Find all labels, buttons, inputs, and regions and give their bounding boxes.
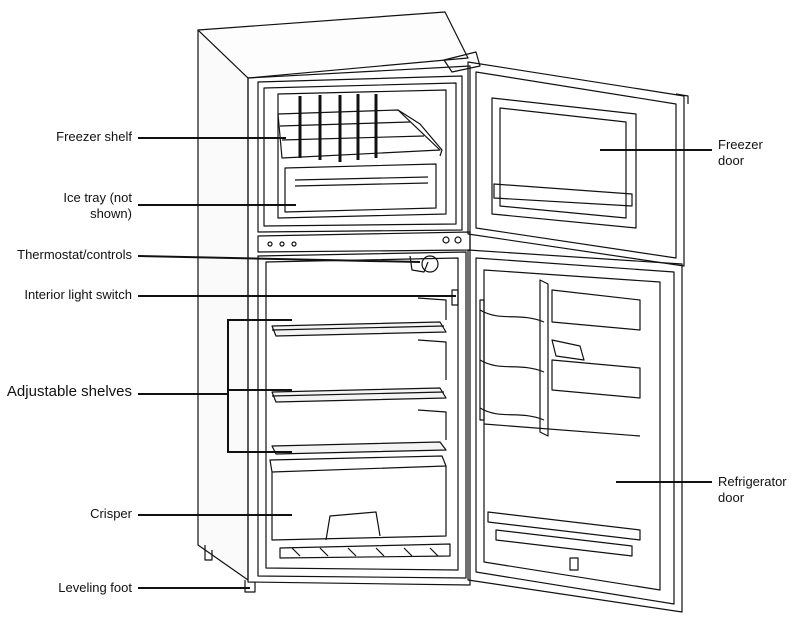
freezer-compartment bbox=[257, 75, 463, 233]
label-adjustable-shelves-text: Adjustable shelves bbox=[6, 383, 132, 400]
label-crisper-text: Crisper bbox=[90, 506, 132, 521]
label-light-switch: Interior light switch bbox=[24, 287, 132, 303]
label-freezer-shelf: Freezer shelf bbox=[56, 129, 132, 145]
freezer-shelf-rack bbox=[277, 94, 443, 162]
label-freezer-door-line2: door bbox=[718, 153, 745, 168]
refrigerator-compartment bbox=[257, 251, 467, 579]
adjustable-shelves bbox=[271, 297, 447, 455]
freezer-door bbox=[443, 51, 689, 267]
leader-adj-bracket bbox=[227, 319, 292, 453]
label-ice-tray: Ice tray (not shown) bbox=[63, 190, 132, 222]
leader-lines bbox=[137, 137, 712, 589]
label-crisper: Crisper bbox=[90, 506, 132, 522]
label-refrigerator-door-line1: Refrigerator bbox=[718, 474, 787, 489]
label-refrigerator-door-line2: door bbox=[718, 490, 745, 505]
label-ice-tray-line1: Ice tray (not bbox=[63, 190, 132, 205]
label-leveling-foot-text: Leveling foot bbox=[58, 580, 132, 595]
cabinet-body bbox=[197, 11, 471, 593]
label-freezer-shelf-text: Freezer shelf bbox=[56, 129, 132, 144]
control-strip bbox=[257, 231, 471, 253]
leader-thermostat bbox=[137, 255, 421, 263]
refrigerator-door bbox=[467, 249, 683, 613]
label-freezer-door-line1: Freezer bbox=[718, 137, 763, 152]
label-freezer-door: Freezer door bbox=[718, 137, 763, 169]
label-light-switch-text: Interior light switch bbox=[24, 287, 132, 302]
label-adjustable-shelves: Adjustable shelves bbox=[7, 384, 132, 400]
label-thermostat-text: Thermostat/controls bbox=[17, 247, 132, 262]
label-ice-tray-line2: shown) bbox=[90, 206, 132, 221]
label-thermostat: Thermostat/controls bbox=[17, 247, 132, 263]
label-leveling-foot: Leveling foot bbox=[58, 580, 132, 596]
label-refrigerator-door: Refrigerator door bbox=[718, 474, 787, 506]
crisper-drawer bbox=[269, 455, 451, 559]
